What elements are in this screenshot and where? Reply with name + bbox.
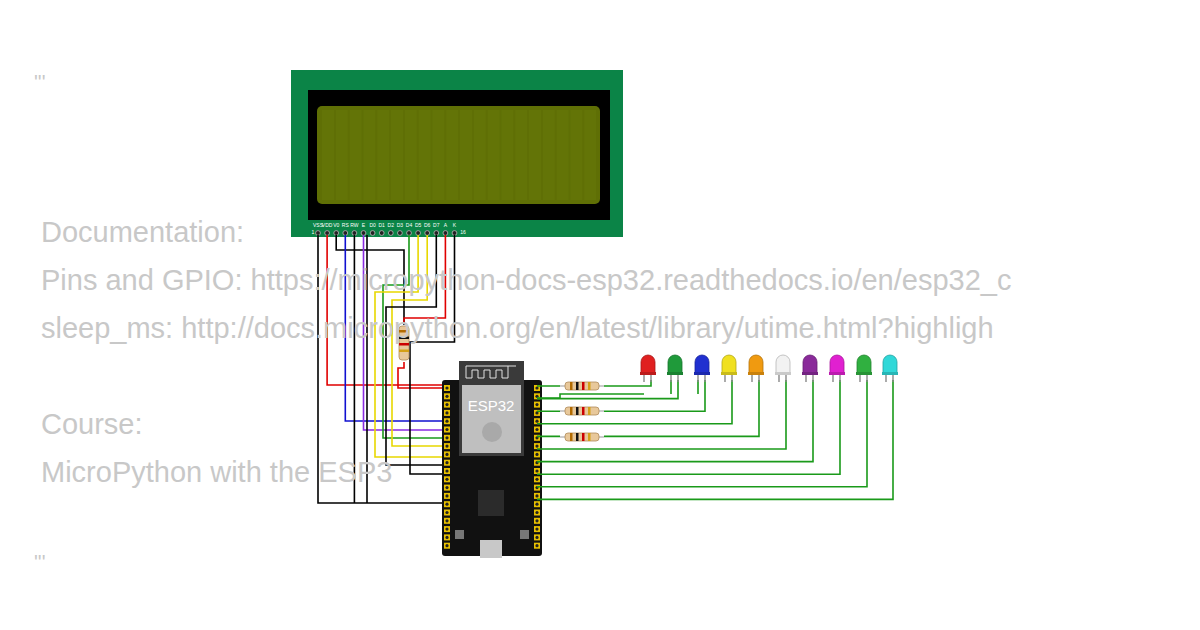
comment-text: MicroPython with the ESP3: [41, 458, 392, 487]
quote-mark: ''': [34, 552, 45, 572]
pin-label: D7: [433, 223, 439, 228]
pin-label: D3: [397, 223, 403, 228]
led-row: [640, 355, 898, 382]
resistor-symbol: [565, 407, 599, 415]
pin-label: V0: [333, 223, 339, 228]
lcd-display: [291, 70, 623, 237]
pin-label: D5: [415, 223, 421, 228]
pin-label: D0: [369, 223, 375, 228]
led: [775, 355, 791, 382]
comment-text: Documentation:: [41, 218, 244, 247]
pin-label: E: [362, 223, 365, 228]
resistor-symbol: [565, 433, 599, 441]
comment-text: sleep_ms: http://docs.micropython.org/en…: [41, 314, 994, 343]
led: [748, 355, 764, 382]
esp32-board: [442, 361, 542, 558]
pin-label: D6: [424, 223, 430, 228]
led: [829, 355, 845, 382]
module-label: ESP32: [465, 396, 518, 415]
led-wires: [537, 380, 893, 499]
led: [856, 355, 872, 382]
resistor-symbol: [565, 382, 599, 390]
pin-label: A: [444, 223, 447, 228]
pin-label: D4: [406, 223, 412, 228]
comment-text: Pins and GPIO: https://micropython-docs-…: [41, 266, 1011, 295]
pin-label: RS: [342, 223, 349, 228]
led: [882, 355, 898, 382]
led: [721, 355, 737, 382]
pin-label: VDD: [322, 223, 333, 228]
led: [694, 355, 710, 382]
pin-label: D2: [388, 223, 394, 228]
led: [667, 355, 683, 382]
led: [802, 355, 818, 382]
led: [640, 355, 656, 382]
pin-label: RW: [350, 223, 358, 228]
pin-label: K: [453, 223, 456, 228]
module-name: ESP32: [468, 397, 515, 414]
comment-text: Course:: [41, 410, 143, 439]
pin-label: 16: [460, 230, 466, 235]
pin-label: 1: [312, 230, 315, 235]
quote-mark: ''': [34, 72, 45, 92]
pin-label: D1: [378, 223, 384, 228]
pin-label: VSS: [313, 223, 323, 228]
